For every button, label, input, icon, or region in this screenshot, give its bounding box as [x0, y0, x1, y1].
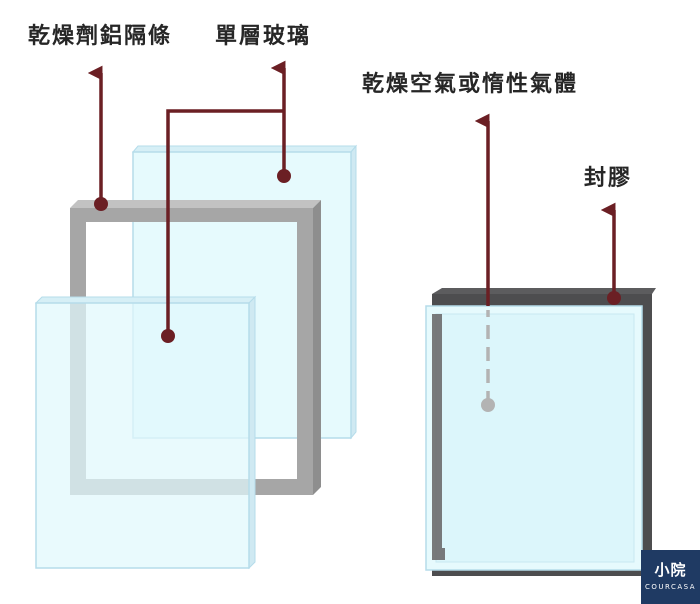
logo-sub-text: COURCASA	[644, 583, 697, 591]
logo-main-text: 小院	[654, 561, 687, 579]
assembled-glass-unit	[425, 288, 656, 576]
gas-arrow	[474, 113, 495, 412]
front-glass-pane	[34, 295, 257, 570]
sealant-label: 封膠	[584, 166, 633, 191]
brand-logo: 小院 COURCASA	[641, 550, 700, 604]
desiccant-spacer-arrow	[87, 65, 108, 211]
single-glass-arrow	[161, 60, 291, 343]
desiccant-spacer-label: 乾燥劑鋁隔條	[28, 24, 173, 49]
gas-label: 乾燥空氣或惰性氣體	[362, 72, 579, 97]
desiccant-spacer-frame	[70, 200, 321, 495]
single-glass-label: 單層玻璃	[215, 24, 312, 49]
sealant-arrow	[600, 202, 621, 305]
